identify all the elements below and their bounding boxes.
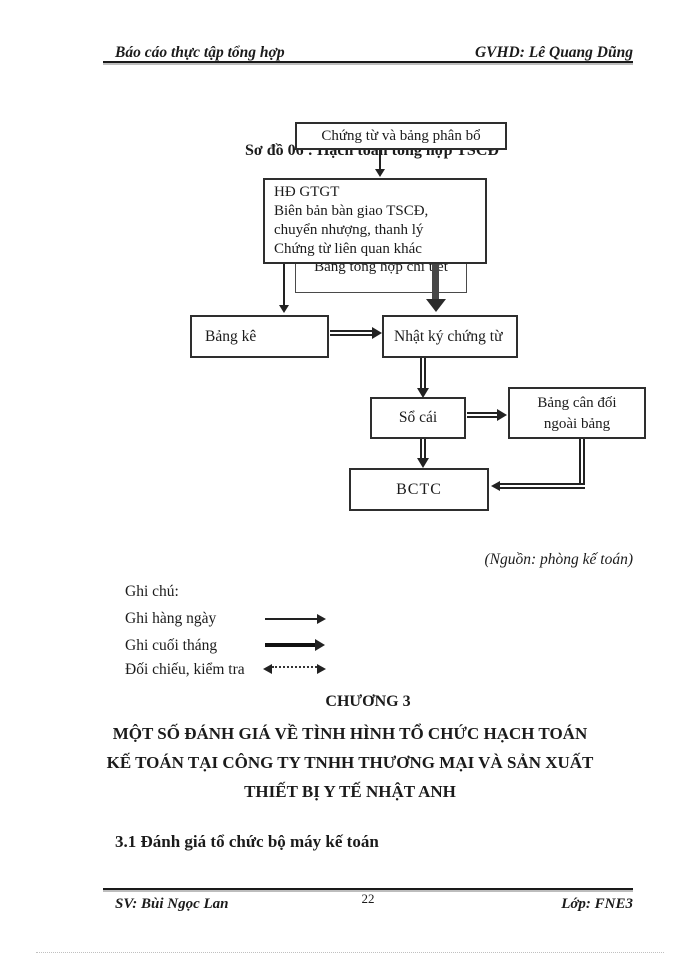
box-bctc: BCTC (349, 468, 489, 511)
class-name: Lớp: FNE3 (561, 896, 633, 912)
box-nhat-ky-chung-tu: Nhật ký chứng từ (382, 315, 518, 358)
arrow-line (432, 264, 439, 300)
advisor-name: GVHD: Lê Quang Dũng (474, 44, 633, 61)
arrowhead-left-icon (263, 664, 272, 674)
arrowhead-right-icon (317, 614, 326, 624)
doc-line: Chứng từ liên quan khác (274, 241, 422, 257)
doc-line: HĐ GTGT (274, 184, 340, 200)
scan-artifact-line (36, 952, 664, 953)
arrow-line (420, 439, 426, 459)
arrow-line (467, 412, 498, 418)
arrowhead-down-icon (279, 305, 289, 313)
section-heading: 3.1 Đánh giá tổ chức bộ máy kế toán (115, 832, 379, 851)
doc-line: Biên bản bàn giao TSCĐ, (274, 203, 429, 219)
arrowhead-down-icon (426, 299, 446, 312)
box-label: Bảng cân đối (537, 395, 617, 411)
chapter-title-line: THIẾT BỊ Y TẾ NHẬT ANH (244, 782, 456, 801)
arrowhead-right-icon (317, 664, 326, 674)
arrowhead-right-icon (372, 327, 382, 339)
arrowhead-right-icon (497, 409, 507, 421)
chapter-title-line: MỘT SỐ ĐÁNH GIÁ VỀ TÌNH HÌNH TỔ CHỨC HẠC… (112, 724, 588, 743)
legend-item-daily: Ghi hàng ngày (125, 610, 217, 627)
running-title: Báo cáo thực tập tổng hợp (115, 44, 285, 61)
box-bang-ke: Bảng kê (190, 315, 329, 358)
page-number: 22 (361, 891, 375, 906)
arrowhead-left-icon (491, 481, 500, 491)
arrow-line (330, 330, 374, 336)
arrow-line (283, 264, 285, 306)
doc-line: chuyển nhượng, thanh lý (274, 222, 424, 238)
box-so-cai: Sổ cái (370, 397, 466, 439)
arrow-dotted-line (272, 666, 317, 668)
arrow-line (379, 150, 381, 170)
student-name: SV: Bùi Ngọc Lan (115, 896, 229, 912)
chapter-title-line: KẾ TOÁN TẠI CÔNG TY TNHH THƯƠNG MẠI VÀ S… (106, 753, 594, 772)
arrowhead-right-icon (315, 639, 325, 651)
legend-item-monthly: Ghi cuối tháng (125, 637, 218, 654)
box-chung-tu-goc: HĐ GTGT Biên bản bàn giao TSCĐ, chuyển n… (263, 178, 487, 264)
footer-rule (103, 888, 633, 890)
chapter-title: MỘT SỐ ĐÁNH GIÁ VỀ TÌNH HÌNH TỔ CHỨC HẠC… (60, 719, 640, 806)
arrowhead-down-icon (375, 169, 385, 177)
arrow-line (265, 618, 318, 620)
arrowhead-down-icon (417, 458, 429, 468)
arrow-line (265, 643, 317, 647)
box-label: ngoài bảng (543, 416, 611, 432)
arrow-line (420, 358, 426, 389)
box-bang-can-doi-ngoai-bang: Bảng cân đối ngoài bảng (508, 387, 646, 439)
arrow-line-vertical (579, 439, 585, 489)
box-chung-tu-va-bang-phan-bo: Chứng từ và bảng phân bổ (295, 122, 507, 150)
source-note: (Nguồn: phòng kế toán) (484, 551, 633, 568)
arrowhead-down-icon (417, 388, 429, 398)
legend-item-check: Đối chiếu, kiểm tra (125, 661, 245, 678)
chapter-label: CHƯƠNG 3 (325, 693, 411, 710)
arrow-line-horizontal (500, 483, 585, 489)
legend-title: Ghi chú: (125, 583, 179, 600)
header-rule (103, 61, 633, 63)
